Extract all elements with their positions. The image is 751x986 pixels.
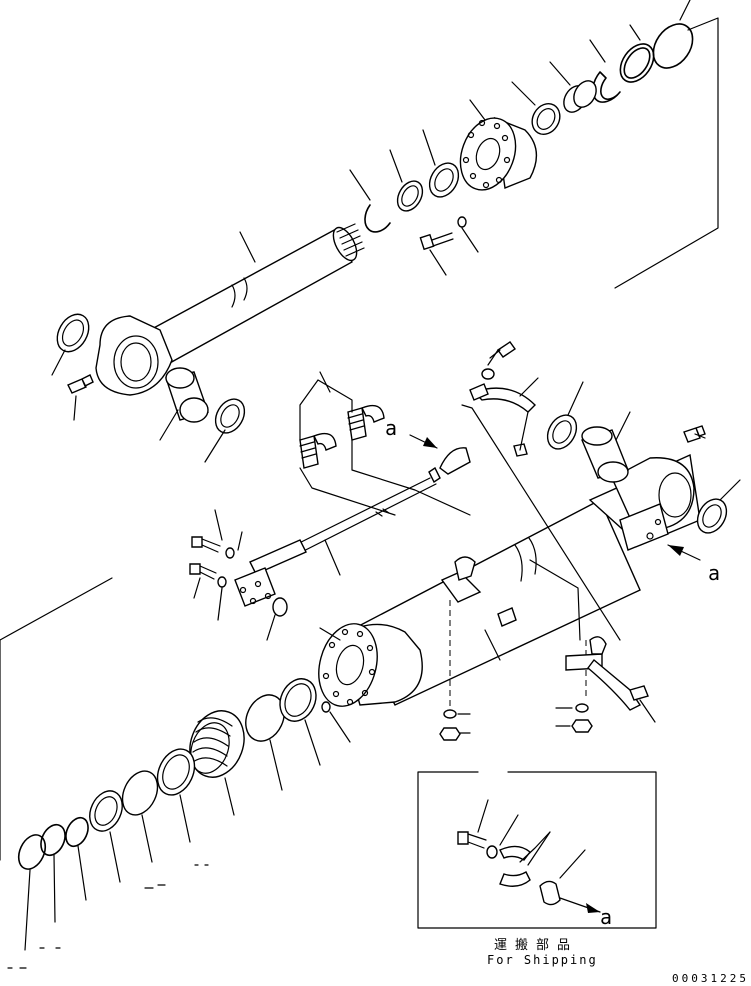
shipping-clamp-lower-part <box>500 872 530 886</box>
piston-part <box>181 703 253 785</box>
washer-part <box>458 217 466 227</box>
cushion-ring-part <box>116 765 164 820</box>
upper-leader-lines <box>52 0 690 462</box>
flange-o-ring-part <box>273 598 287 616</box>
clamp-band-part <box>474 388 535 412</box>
callout-a-shipping: a <box>600 905 612 929</box>
clamp-washer-part <box>482 369 494 379</box>
mount-seal-part <box>692 494 733 538</box>
dust-seal-part <box>424 158 465 202</box>
callout-a-right: a <box>708 561 720 585</box>
head-bolt-part <box>420 233 453 249</box>
tube-dust-seal-part <box>542 410 583 454</box>
hydraulic-pipe-part <box>250 448 470 574</box>
arrow-a-shipping <box>586 903 600 913</box>
wear-ring-part <box>150 743 201 801</box>
upper-frame-line <box>615 18 718 288</box>
flange-bolt-part <box>190 537 234 587</box>
elbow-fittings-part <box>300 406 384 468</box>
eye-seal-part <box>51 309 95 358</box>
lower-nut-left-part <box>440 728 460 740</box>
backup-ring-inner <box>619 43 655 82</box>
clamp-guide-line-2 <box>530 560 580 640</box>
shipping-title-en: For Shipping <box>487 953 598 967</box>
cylinder-head-part <box>451 110 537 197</box>
shipping-cap-part <box>540 881 560 904</box>
seal-ring-part <box>392 177 427 216</box>
rod-packing-part <box>527 99 566 140</box>
tube-bushing-part <box>582 427 628 482</box>
nut-part <box>84 786 129 837</box>
upper-assembly <box>51 0 718 462</box>
lower-assembly: a <box>0 342 740 968</box>
fitting-bracket-line <box>300 380 318 440</box>
backup-ring-lower-part <box>14 831 51 874</box>
o-ring-lower-part <box>36 821 69 859</box>
set-screw-part <box>322 702 330 712</box>
shipping-leader-lines <box>478 800 600 912</box>
shipping-washer-part <box>487 846 497 858</box>
snap-ring-part <box>593 72 620 102</box>
piston-seal-part <box>273 673 322 727</box>
shipping-parts-box: a <box>418 772 656 929</box>
lower-clamp-part <box>566 637 648 710</box>
callout-a-top: a <box>385 416 397 440</box>
lower-nut-right-part <box>572 720 592 732</box>
clamp-bolt-part <box>498 342 515 357</box>
retaining-ring-part <box>365 205 390 232</box>
clamp-guide-line <box>462 405 620 640</box>
shipping-bolt-part <box>458 832 486 848</box>
piston-ring-part <box>239 689 292 748</box>
snap-ring-lower-part <box>62 814 93 850</box>
piston-rod-part <box>96 224 364 395</box>
backup-ring-part <box>613 38 660 88</box>
cylinder-tube-part <box>310 455 700 713</box>
shipping-box-frame <box>418 772 656 928</box>
shipping-title-jp: 運搬部品 <box>494 938 579 953</box>
bushing-part <box>166 368 208 422</box>
lower-frame-line <box>0 578 112 640</box>
document-number: 00031225 <box>672 972 749 985</box>
o-ring-part <box>645 17 700 76</box>
rod-eye-seal-part <box>210 394 251 438</box>
grease-fitting-part <box>68 375 93 393</box>
shipping-clamp-upper-part <box>500 846 530 860</box>
lower-washer-right-part <box>576 704 588 712</box>
pipe-flange-part <box>235 568 275 606</box>
lower-leader-lines <box>8 350 740 968</box>
lower-washer-left-part <box>444 710 456 718</box>
